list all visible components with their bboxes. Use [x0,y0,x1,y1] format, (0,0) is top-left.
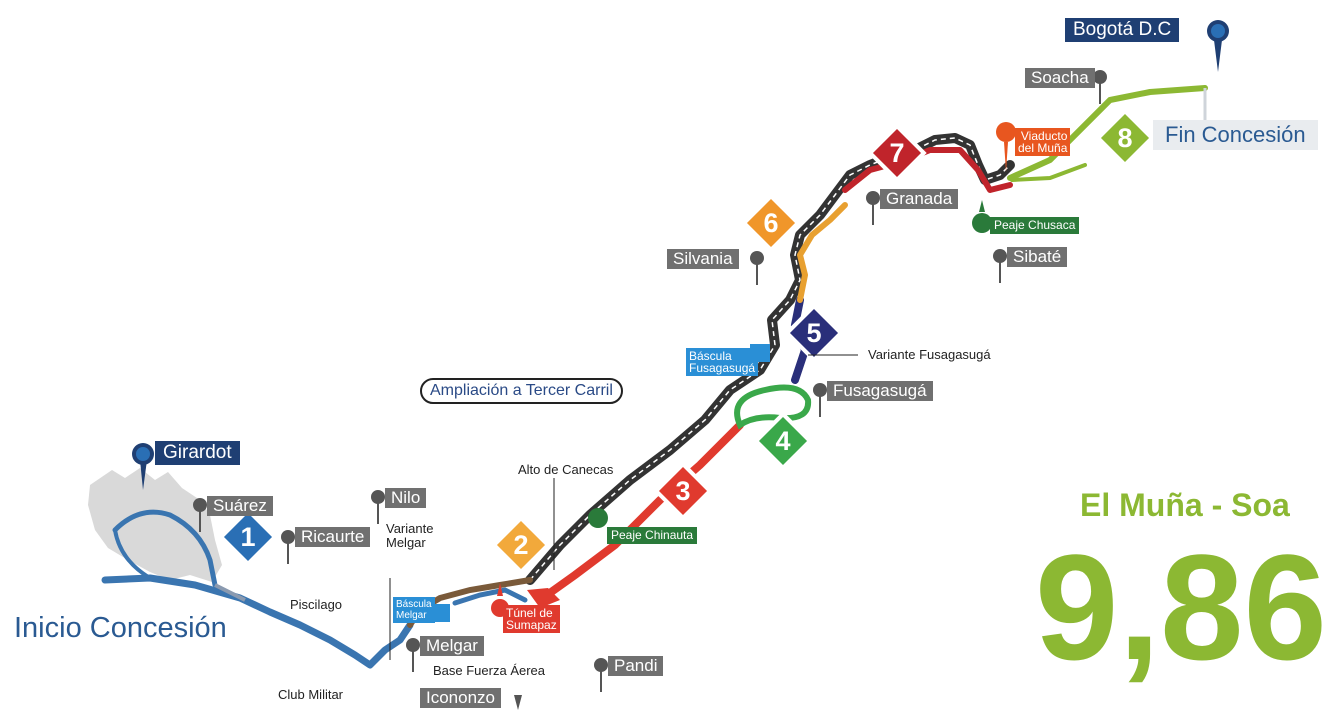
town-icononzo[interactable]: Icononzo [420,688,501,708]
town-melgar[interactable]: Melgar [420,636,484,656]
town-suarez[interactable]: Suárez [207,496,273,516]
stage-8-number[interactable]: 8 [1117,123,1133,153]
stage-3-road [536,421,744,604]
town-soacha[interactable]: Soacha [1025,68,1095,88]
stage-1-number[interactable]: 1 [240,522,256,552]
peaje-chusaca-label[interactable]: Peaje Chusaca [990,217,1080,234]
stage-2-number[interactable]: 2 [513,530,529,560]
city-bogota[interactable]: Bogotá D.C [1065,18,1180,42]
stage-7-road [842,147,1013,193]
town-nilo[interactable]: Nilo [385,488,427,508]
bascula-melgar-pin [430,604,450,622]
stage-1-loop [112,509,218,588]
bascula-melgar-label[interactable]: Báscula Melgar [393,597,435,623]
town-sibate[interactable]: Sibaté [1007,247,1068,267]
place-piscilago: Piscilago [290,597,343,612]
town-granada[interactable]: Granada [880,189,959,209]
widening-road [525,133,1015,585]
start-label: Inicio Concesión [14,612,227,644]
place-club-militar: Club Militar [278,687,344,702]
place-variante-fusagasuga: Variante Fusagasugá [868,347,991,362]
widening-legend: Ampliación a Tercer Carril [420,378,623,404]
end-label: Fin Concesión [1153,120,1318,150]
stage-1-road [101,574,414,669]
place-alto-de-canecas: Alto de Canecas [518,462,614,477]
place-base-fuerza-aerea: Base Fuerza Áerea [433,663,546,678]
city-girardot[interactable]: Girardot [155,441,240,465]
stage-6-road [797,202,848,303]
girardot-pin [140,460,147,490]
stage-6-number[interactable]: 6 [763,208,779,238]
stage-5-number[interactable]: 5 [806,318,822,348]
town-pandi[interactable]: Pandi [608,656,664,676]
bascula-fusagasuga-label[interactable]: Báscula Fusagasugá [686,348,759,376]
town-fusagasuga[interactable]: Fusagasugá [827,381,933,401]
viaducto-pin [996,122,1016,142]
stage-7-number[interactable]: 7 [889,138,905,168]
stage-4-number[interactable]: 4 [775,426,791,456]
stage-4-road [734,384,812,430]
viaducto-muna-label[interactable]: Viaducto del Muña [1015,128,1071,156]
peaje-chusaca-pin [972,213,992,233]
town-ricaurte[interactable]: Ricaurte [295,527,371,547]
peaje-chinauta-label[interactable]: Peaje Chinauta [607,527,698,544]
summary-segment-title: El Muña - Soa [1080,487,1290,523]
town-markers [193,70,1107,692]
girardot-area [88,468,222,582]
peaje-chinauta-pin [588,508,608,528]
stage-3-number[interactable]: 3 [675,476,691,506]
tunel-sumapaz-label[interactable]: Túnel de Sumapaz [503,605,560,633]
bogota-pin [1214,40,1222,72]
place-variante-melgar: Variante Melgar [386,521,434,550]
stage-8-road [1007,85,1208,181]
town-silvania[interactable]: Silvania [667,249,739,269]
summary-distance: 9,86 [1035,523,1327,691]
